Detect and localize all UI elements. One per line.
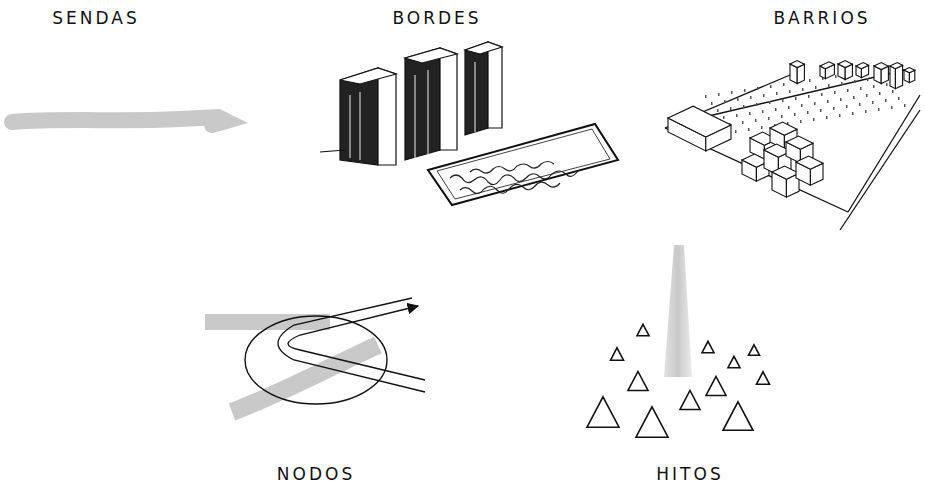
landmark-triangles	[587, 324, 770, 437]
window-lines	[350, 62, 475, 160]
element-label: BORDES	[392, 8, 481, 28]
element-label: HITOS	[656, 464, 723, 484]
element-label: SENDAS	[52, 8, 139, 28]
district-blocks	[668, 61, 915, 198]
landmark-tower	[664, 245, 692, 377]
park-block	[428, 124, 618, 205]
tower-blocks	[320, 42, 502, 165]
node-junction	[205, 298, 425, 412]
path-stroke	[12, 117, 226, 125]
district-streets	[665, 70, 920, 230]
element-label: BARRIOS	[773, 8, 870, 28]
element-label: NODOS	[277, 464, 355, 484]
